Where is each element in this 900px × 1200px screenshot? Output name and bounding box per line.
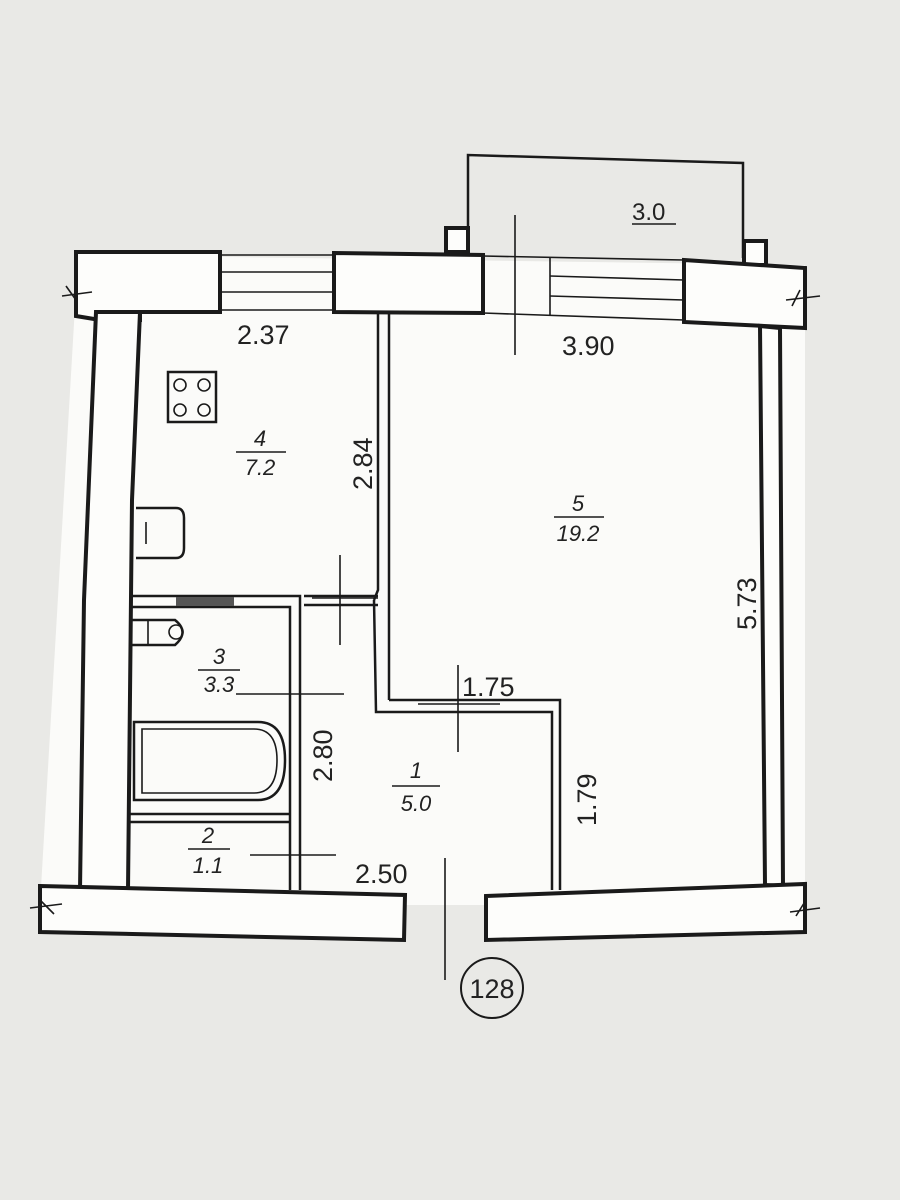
- room-area: 5.0: [401, 791, 432, 816]
- plan-interior: [40, 255, 805, 905]
- outer-walls: [29, 250, 821, 943]
- room-area: 3.3: [204, 672, 235, 697]
- room-area: 19.2: [557, 521, 600, 546]
- dim-living-width: 3.90: [562, 331, 615, 361]
- room-5-label: 5 19.2: [554, 491, 604, 546]
- room-4-label: 4 7.2: [236, 426, 286, 480]
- bathtub-icon: [132, 720, 287, 802]
- vent-block: [176, 597, 234, 606]
- room-1-label: 1 5.0: [392, 758, 440, 816]
- toilet-icon: [132, 618, 184, 647]
- dim-kitchen-width: 2.37: [237, 320, 290, 350]
- room-number: 5: [572, 491, 585, 516]
- room-number: 4: [254, 426, 266, 451]
- room-number: 3: [213, 644, 226, 669]
- partitions: [128, 313, 562, 890]
- dim-hall-length: 2.80: [308, 729, 338, 782]
- room-area: 1.1: [193, 853, 224, 878]
- dimension-lines: [236, 215, 516, 980]
- stove-icon: [166, 370, 218, 424]
- window-balcony-door: [482, 255, 685, 321]
- room-area: 7.2: [245, 455, 276, 480]
- dim-living-length: 5.73: [732, 577, 762, 630]
- dim-corridor-width: 1.75: [462, 672, 515, 702]
- dim-hall-width: 2.50: [355, 859, 408, 889]
- balcony-area: 3.0: [632, 199, 665, 226]
- dim-corridor-length: 1.79: [572, 773, 602, 826]
- sink-icon: [136, 506, 186, 560]
- window-kitchen: [220, 254, 334, 311]
- room-number: 2: [201, 823, 214, 848]
- room-number: 1: [410, 758, 422, 783]
- dim-kitchen-length: 2.84: [348, 437, 378, 490]
- apartment-number: 128: [469, 974, 514, 1004]
- room-3-label: 3 3.3: [198, 644, 240, 697]
- room-2-label: 2 1.1: [188, 823, 230, 878]
- apartment-number-badge: 128: [460, 957, 524, 1019]
- balcony: [444, 153, 768, 267]
